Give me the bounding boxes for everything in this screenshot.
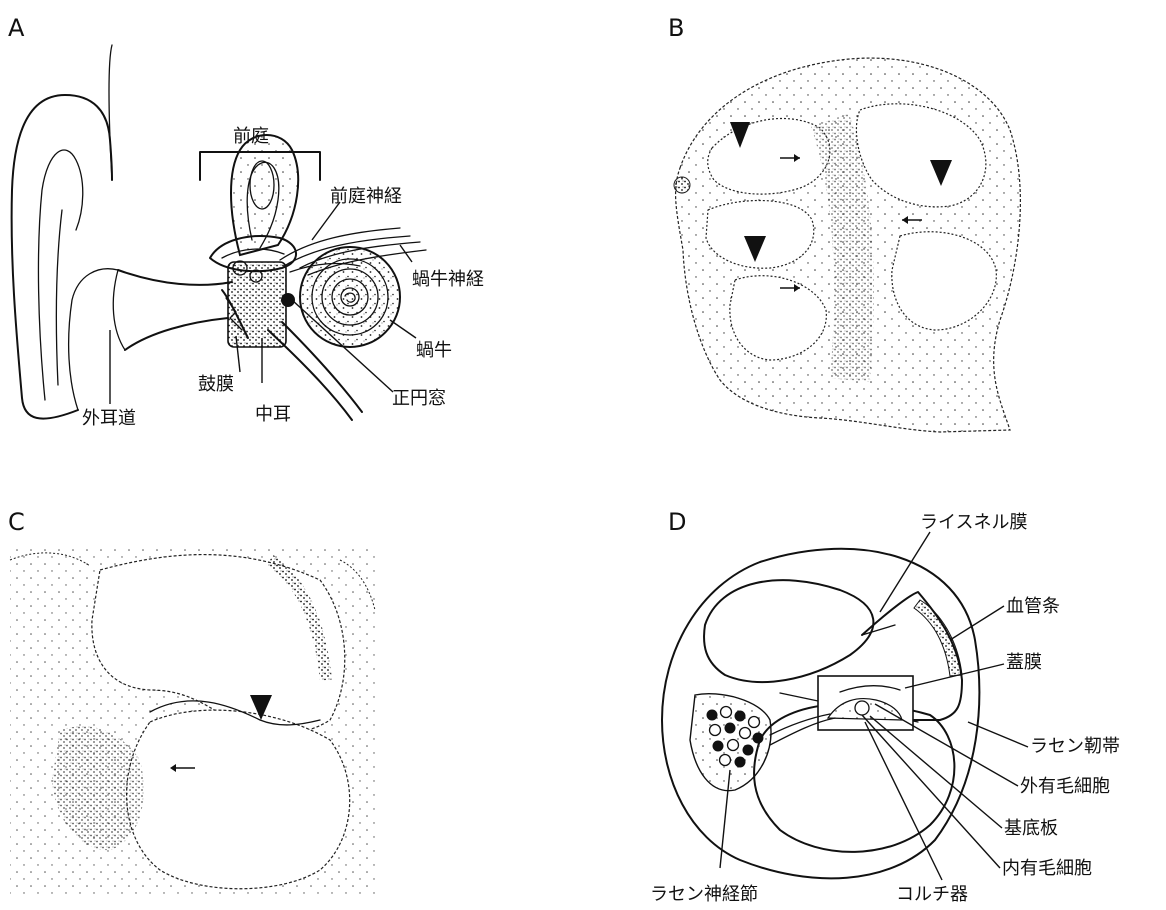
panel-b: B — [668, 14, 1020, 432]
label-cochlea: 蝸牛 — [416, 340, 452, 361]
label-tectorial-membrane: 蓋膜 — [1006, 652, 1042, 673]
label-outer-hair-cells: 外有毛細胞 — [1020, 776, 1110, 797]
external-ear-drawing — [12, 45, 232, 419]
label-inner-hair-cell: 内有毛細胞 — [1002, 858, 1092, 879]
cochlea-section-b — [674, 58, 1020, 432]
label-spiral-ligament: ラセン靭帯 — [1030, 736, 1120, 757]
panel-d-letter: D — [668, 508, 686, 536]
label-middle-ear: 中耳 — [255, 404, 291, 425]
label-organ-of-corti: コルチ器 — [896, 884, 968, 905]
label-external-auditory-canal: 外耳道 — [82, 408, 136, 429]
panel-a: A — [8, 14, 484, 429]
panel-c: C — [8, 508, 380, 895]
label-cochlear-nerve: 蝸牛神経 — [412, 269, 484, 290]
label-stria-vascularis: 血管条 — [1006, 596, 1060, 617]
label-vestibule: 前庭 — [233, 126, 269, 147]
panel-d: D — [650, 508, 1120, 905]
panel-c-letter: C — [8, 508, 25, 536]
label-basilar-membrane: 基底板 — [1004, 818, 1058, 839]
label-reissner-membrane: ライスネル膜 — [920, 512, 1027, 533]
label-spiral-ganglion: ラセン神経節 — [650, 884, 758, 905]
panel-a-letter: A — [8, 14, 25, 42]
label-round-window: 正円窓 — [392, 388, 446, 409]
cochlear-duct-diagram — [662, 549, 979, 879]
cochlea-section-c — [10, 545, 380, 895]
label-tympanic-membrane: 鼓膜 — [198, 374, 234, 395]
panel-b-letter: B — [668, 14, 684, 42]
vestibule-drawing — [200, 135, 320, 271]
label-vestibular-nerve: 前庭神経 — [330, 186, 402, 207]
